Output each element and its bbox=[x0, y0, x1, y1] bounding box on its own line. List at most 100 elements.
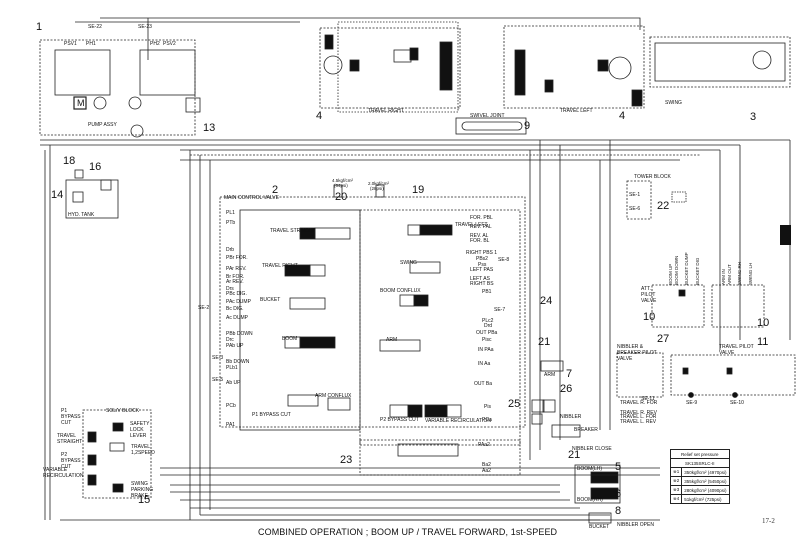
tower-se-6: SE-6 bbox=[629, 206, 641, 212]
swing-box bbox=[649, 36, 791, 88]
line-nibbler-close: NIBBLER CLOSE bbox=[572, 446, 612, 452]
port-pbc-dig: PBc DIG. bbox=[226, 291, 247, 297]
port-ba2: Ba2 bbox=[482, 462, 491, 468]
att-port-boom-up: BOOM UP bbox=[668, 263, 673, 285]
hyd-tank-title: HYD. TANK bbox=[68, 212, 95, 218]
travel-right-title: TRAVEL RIGHT bbox=[368, 108, 404, 114]
attachment-breaker: BREAKER bbox=[574, 427, 598, 433]
page-tab-marker bbox=[780, 225, 791, 245]
att-pilot-valve-right bbox=[711, 284, 765, 328]
callout-9: 9 bbox=[524, 120, 531, 132]
port-left-pas: LEFT PAS bbox=[470, 267, 494, 273]
solenoid-valve-block bbox=[82, 409, 152, 499]
travel-left-title: TRAVEL LEFT bbox=[560, 108, 593, 114]
check-valve-19-psi: (28psi) bbox=[370, 186, 384, 191]
bucket-cylinder bbox=[588, 512, 612, 524]
port-drs: Drs bbox=[226, 286, 234, 292]
callout-21-upper: 21 bbox=[538, 336, 551, 348]
port-pbr-for: PBr FOR. bbox=[226, 255, 248, 261]
port-ar-rev: Ar REV. bbox=[226, 279, 244, 285]
port-ac-dump: Ac DUMP bbox=[226, 315, 248, 321]
port-bc-dig: Bc DIG. bbox=[226, 306, 244, 312]
label-psv2: PSV2 bbox=[163, 41, 176, 47]
callout-23: 23 bbox=[340, 454, 353, 466]
port-drb: Drb bbox=[226, 247, 235, 253]
port-pab-up: PAb UP bbox=[226, 343, 244, 349]
port-pb1: PB1 bbox=[482, 289, 492, 295]
cylinder-boom-rh-label: BOOM(RH) bbox=[577, 497, 603, 503]
attachment-nibbler: NIBBLER bbox=[560, 414, 582, 420]
swivel-joint bbox=[455, 117, 527, 135]
port-pisc: Pisc bbox=[482, 337, 492, 343]
motor bbox=[73, 96, 87, 110]
sensor-se-2: SE-2 bbox=[198, 305, 210, 311]
sol-safety-lock-lever: SAFETY LOCK LEVER bbox=[130, 421, 150, 439]
sol-swing-parking-brake: SWING PARKING BRAKE bbox=[131, 481, 154, 499]
att-port-swing-rh: SWING RH bbox=[737, 262, 742, 285]
port-out-ba: OUT Ba bbox=[474, 381, 492, 387]
sol-variable-recirculation: VARIABLE RECIRCULATION bbox=[43, 467, 84, 479]
line-nibbler-open: NIBBLER OPEN bbox=[617, 522, 654, 528]
section-p1-bypass-cut: P1 BYPASS CUT bbox=[252, 412, 291, 418]
line-travel-l-rev: TRAVEL L. REV bbox=[620, 419, 657, 425]
cylinder-bucket-label: BUCKET bbox=[589, 524, 610, 530]
section-variable-recirculation: VARIABLE RECIRCULATION bbox=[425, 418, 491, 424]
callout-1: 1 bbox=[36, 21, 43, 33]
label-psv1: PSV1 bbox=[64, 41, 77, 47]
callout-10-right: 10 bbox=[757, 317, 770, 329]
main-control-valve-title: MAIN CONTROL VALVE bbox=[224, 195, 279, 201]
section-p2-bypass-cut: P2 BYPASS CUT bbox=[380, 417, 419, 423]
travel-pilot-valve-title: TRAVEL PILOT VALVE bbox=[719, 344, 754, 356]
label-se-23: SE-23 bbox=[138, 24, 152, 30]
callout-8: 8 bbox=[615, 505, 622, 517]
port-br-for: Br FOR. bbox=[226, 274, 245, 280]
att-port-bucket-dump: BUCKET DUMP bbox=[684, 252, 689, 285]
callout-15: 15 bbox=[138, 494, 151, 506]
callout-21-lower: 21 bbox=[568, 449, 581, 461]
relief-table-model: SK135SRLC-II bbox=[670, 458, 730, 468]
port-out-pba: OUT PBa bbox=[476, 330, 498, 336]
callout-2: 2 bbox=[272, 184, 279, 196]
port-pbb-down: PBb DOWN bbox=[226, 331, 253, 337]
boom-rh-cylinder bbox=[590, 487, 619, 500]
callout-24: 24 bbox=[540, 295, 553, 307]
nibbler-se-11: SE-11 bbox=[641, 396, 655, 402]
callout-4-left: 4 bbox=[316, 110, 323, 122]
att-pilot-valve-title: ATT. PILOT VALVE bbox=[641, 286, 657, 304]
callout-20: 20 bbox=[335, 191, 348, 203]
att-port-arm-out: ARM OUT bbox=[727, 264, 732, 285]
hyd-tank-box bbox=[65, 179, 119, 219]
section-boom: BOOM bbox=[282, 336, 298, 342]
sensor-se-8: SE-8 bbox=[498, 257, 510, 263]
port-aa2: Aa2 bbox=[482, 468, 491, 474]
cylinder-arm-label: ARM bbox=[544, 372, 556, 378]
sol-p2-bypass-cut: P2 BYPASS CUT bbox=[61, 452, 81, 470]
callout-14: 14 bbox=[51, 189, 64, 201]
tower-block-title: TOWER BLOCK bbox=[634, 174, 671, 180]
port-left-as: LEFT AS bbox=[470, 276, 490, 282]
port-plb1: PLb1 bbox=[226, 365, 238, 371]
check-valve-20-psi: (64psi) bbox=[334, 183, 348, 188]
port-ptb: PTb bbox=[226, 220, 236, 226]
section-travel-straight: TRAVEL STRAIGHT bbox=[270, 228, 316, 234]
att-port-swing-lh: SWING LH bbox=[748, 262, 753, 285]
port-pca: PCa bbox=[482, 417, 492, 423]
section-arm: ARM bbox=[386, 337, 398, 343]
callout-5: 5 bbox=[615, 461, 622, 473]
port-drd: Drd bbox=[484, 323, 493, 329]
pump-assembly-box bbox=[39, 39, 196, 136]
port-pis: Pis bbox=[484, 404, 491, 410]
port-rev-al: REV. AL bbox=[470, 233, 489, 239]
port-for-bl: FOR. BL bbox=[470, 238, 490, 244]
nibbler-breaker-pilot-valve-title: NIBBLER & BREAKER PILOT VALVE bbox=[617, 344, 657, 362]
port-pcb: PCb bbox=[226, 403, 236, 409]
port-paa2: PAa2 bbox=[478, 442, 490, 448]
port-plc2: PLc2 bbox=[482, 318, 494, 324]
port-rev-pal: REV. PAL bbox=[470, 224, 492, 230]
callout-10-left: 10 bbox=[643, 311, 656, 323]
callout-18: 18 bbox=[63, 155, 76, 167]
